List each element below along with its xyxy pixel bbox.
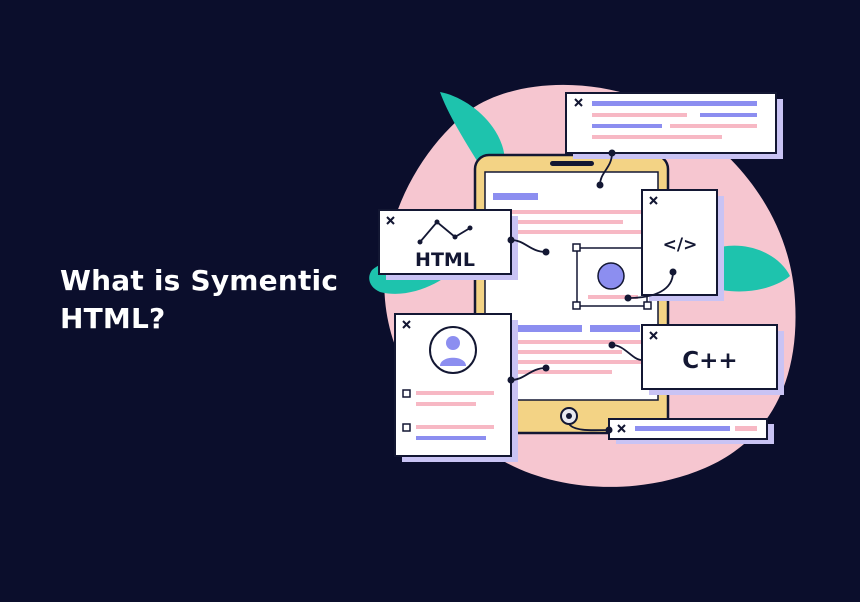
checkbox-icon[interactable] [402,423,411,432]
image-placeholder-icon [597,262,625,290]
cpp-card [641,324,778,390]
close-icon[interactable] [649,331,658,340]
close-icon[interactable] [649,196,658,205]
phone-speaker [550,161,594,166]
checkbox-icon[interactable] [402,389,411,398]
user-avatar-icon [429,326,477,374]
html-card-label: HTML [415,249,475,271]
close-icon[interactable] [574,98,583,107]
cpp-card-label: C++ [682,348,737,374]
headline: What is Symentic HTML? [60,262,360,338]
headline-line-1: What is Symentic [60,264,339,297]
code-card-label: </> [663,235,698,255]
html-card [378,209,512,275]
headline-line-2: HTML? [60,302,166,335]
code-card [641,189,718,296]
close-icon[interactable] [617,424,626,433]
line-chart-icon [419,220,471,243]
close-icon[interactable] [386,216,395,225]
close-icon[interactable] [402,320,411,329]
connector-dots [507,149,677,434]
